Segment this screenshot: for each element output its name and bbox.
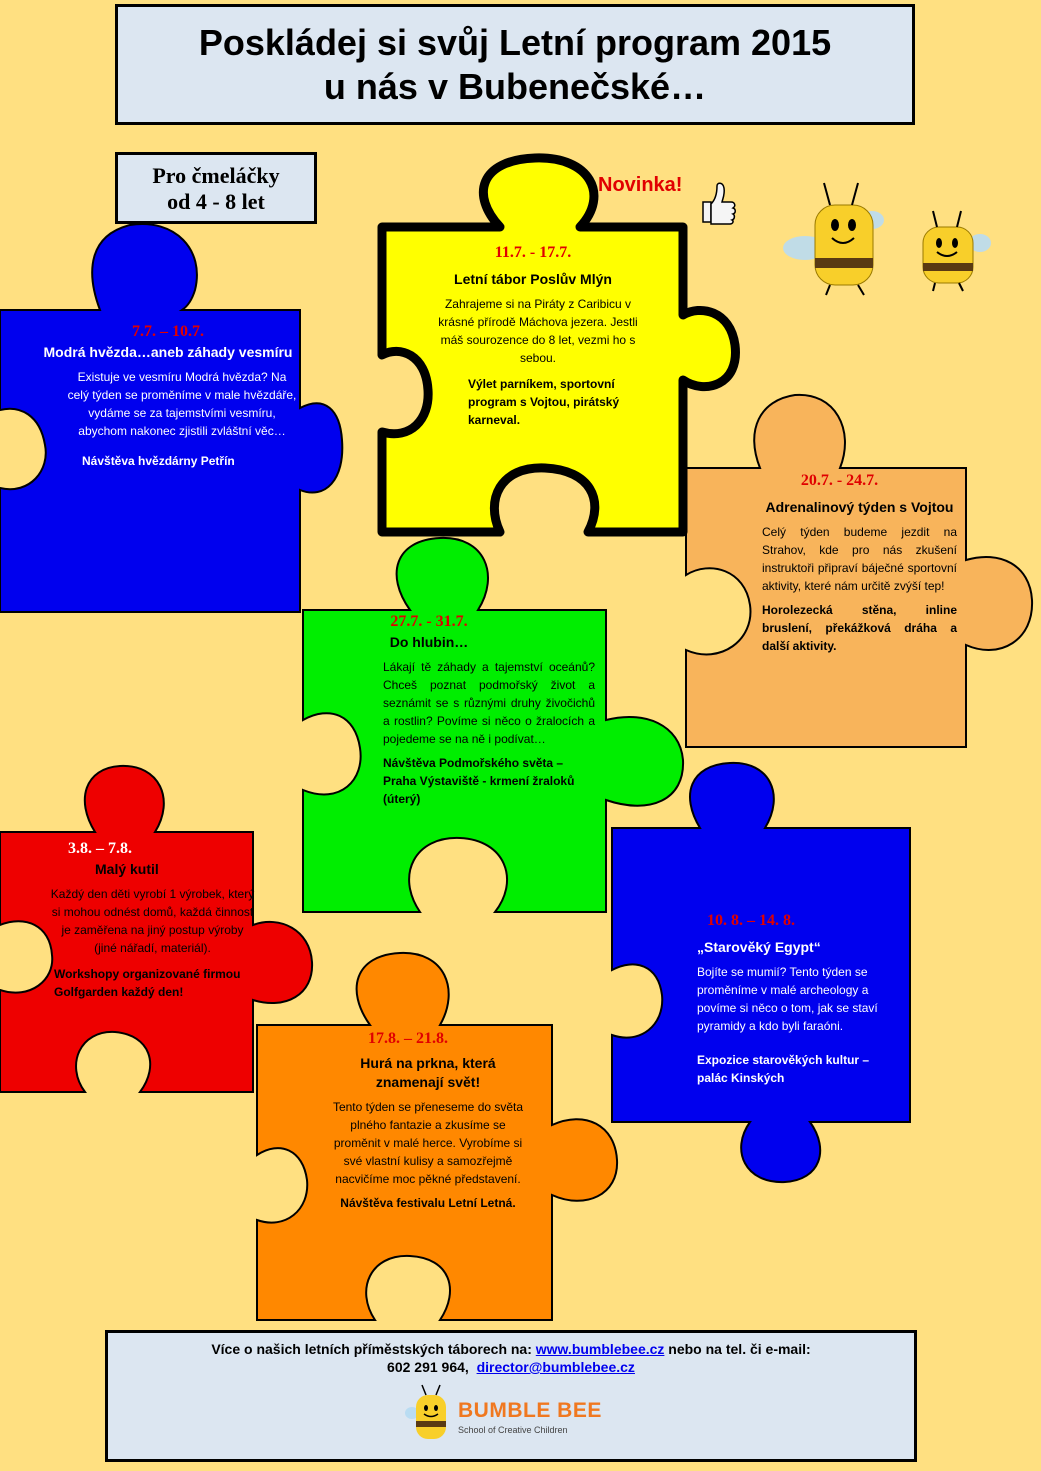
program-description: Každý den děti vyrobí 1 výrobek, který s… xyxy=(50,887,255,955)
puzzle-piece-yellow xyxy=(377,153,740,537)
puzzle-piece-green xyxy=(302,536,685,913)
email-link[interactable]: director@bumblebee.cz xyxy=(476,1359,635,1375)
thumbs-up-icon xyxy=(702,182,736,225)
program-description: Existuje ve vesmíru Modrá hvězda? Na cel… xyxy=(67,370,297,438)
program-description: Zahrajeme si na Piráty z Caribicu v krás… xyxy=(438,297,638,365)
program-highlight: Expozice starověkých kultur – palác Kins… xyxy=(697,1053,870,1085)
program-date: 17.8. – 21.8. xyxy=(368,1030,448,1047)
novinka-label: Novinka! xyxy=(598,174,683,196)
program-description: Bojíte se mumií? Tento týden se proměním… xyxy=(697,965,878,1033)
footer-line1: Více o našich letních příměstských tábor… xyxy=(108,1341,914,1357)
program-title: Letní tábor Poslův Mlýn xyxy=(454,271,612,287)
page-title-line1: Poskládej si svůj Letní program 2015 xyxy=(198,22,832,63)
bee-icon xyxy=(405,1384,446,1439)
program-date: 3.8. – 7.8. xyxy=(68,840,132,857)
puzzle-piece-peach xyxy=(685,393,1034,748)
program-card-green: 27.7. - 31.7. Do hlubin… Lákají tě záhad… xyxy=(383,613,595,808)
brand-tagline: School of Creative Children xyxy=(458,1425,568,1435)
program-description: Tento týden se přeneseme do světa plného… xyxy=(332,1100,524,1186)
program-title: Hurá na prkna, která znamenají svět! xyxy=(360,1055,496,1090)
program-date: 10. 8. – 14. 8. xyxy=(707,912,795,929)
program-card-red: 3.8. – 7.8. Malý kutil Každý den děti vy… xyxy=(50,840,255,1001)
puzzle-piece-dark-blue xyxy=(611,761,911,1184)
puzzle-piece-blue xyxy=(0,223,344,613)
program-date: 11.7. - 17.7. xyxy=(494,244,572,261)
program-highlight: Horolezecká stěna, inline bruslení, přek… xyxy=(762,603,957,653)
program-date: 27.7. - 31.7. xyxy=(390,613,468,630)
age-group-box: Pro čmeláčky od 4 - 8 let xyxy=(115,152,317,224)
age-group-line1: Pro čmeláčky xyxy=(152,163,280,188)
footer-text-before: Více o našich letních příměstských tábor… xyxy=(211,1341,532,1357)
footer-box: Více o našich letních příměstských tábor… xyxy=(105,1330,917,1462)
program-title: Do hlubin… xyxy=(389,634,469,650)
puzzle-piece-red xyxy=(0,764,314,1093)
program-highlight: Workshopy organizované firmou Golfgarden… xyxy=(54,967,241,999)
age-group-line2: od 4 - 8 let xyxy=(167,189,265,214)
program-card-egypt: 10. 8. – 14. 8. „Starověký Egypt“ Bojíte… xyxy=(697,912,902,1087)
program-title: „Starověký Egypt“ xyxy=(697,939,821,955)
program-title: Malý kutil xyxy=(95,861,159,877)
puzzle-piece-orange xyxy=(256,951,619,1321)
program-description: Celý týden budeme jezdit na Strahov, kde… xyxy=(762,525,957,593)
bee-icon xyxy=(922,210,991,292)
footer-line2: 602 291 964, director@bumblebee.cz xyxy=(108,1359,914,1375)
footer-phone: 602 291 964, xyxy=(387,1359,469,1375)
program-card-peach: 20.7. - 24.7. Adrenalinový týden s Vojto… xyxy=(762,472,957,655)
bee-icon xyxy=(783,182,884,296)
footer-text-after: nebo na tel. či e-mail: xyxy=(668,1341,811,1357)
bumblebee-logo: BUMBLE BEE School of Creative Children xyxy=(404,1383,644,1443)
website-link[interactable]: www.bumblebee.cz xyxy=(535,1341,665,1357)
page-title-line2: u nás v Bubenečské… xyxy=(323,66,707,107)
program-date: 7.7. – 10.7. xyxy=(132,323,204,340)
program-card-orange: 17.8. – 21.8. Hurá na prkna, která zname… xyxy=(312,1030,544,1212)
program-title: Adrenalinový týden s Vojtou xyxy=(765,499,954,515)
program-highlight: Návštěva Podmořského světa – Praha Výsta… xyxy=(383,756,575,806)
title-box: Poskládej si svůj Letní program 2015 u n… xyxy=(115,4,915,125)
program-highlight: Návštěva festivalu Letní Letná. xyxy=(340,1196,516,1210)
program-description: Lákají tě záhady a tajemství oceánů? Chc… xyxy=(383,660,595,746)
program-highlight: Výlet parníkem, sportovní program s Vojt… xyxy=(468,377,620,427)
program-card-yellow: 11.7. - 17.7. Letní tábor Poslův Mlýn Za… xyxy=(420,244,646,429)
program-date: 20.7. - 24.7. xyxy=(800,472,879,489)
brand-name: BUMBLE BEE xyxy=(458,1399,602,1422)
program-card-blue: 7.7. – 10.7. Modrá hvězda…aneb záhady ve… xyxy=(38,323,298,470)
program-title: Modrá hvězda…aneb záhady vesmíru xyxy=(43,344,293,360)
program-highlight: Návštěva hvězdárny Petřín xyxy=(82,454,235,468)
